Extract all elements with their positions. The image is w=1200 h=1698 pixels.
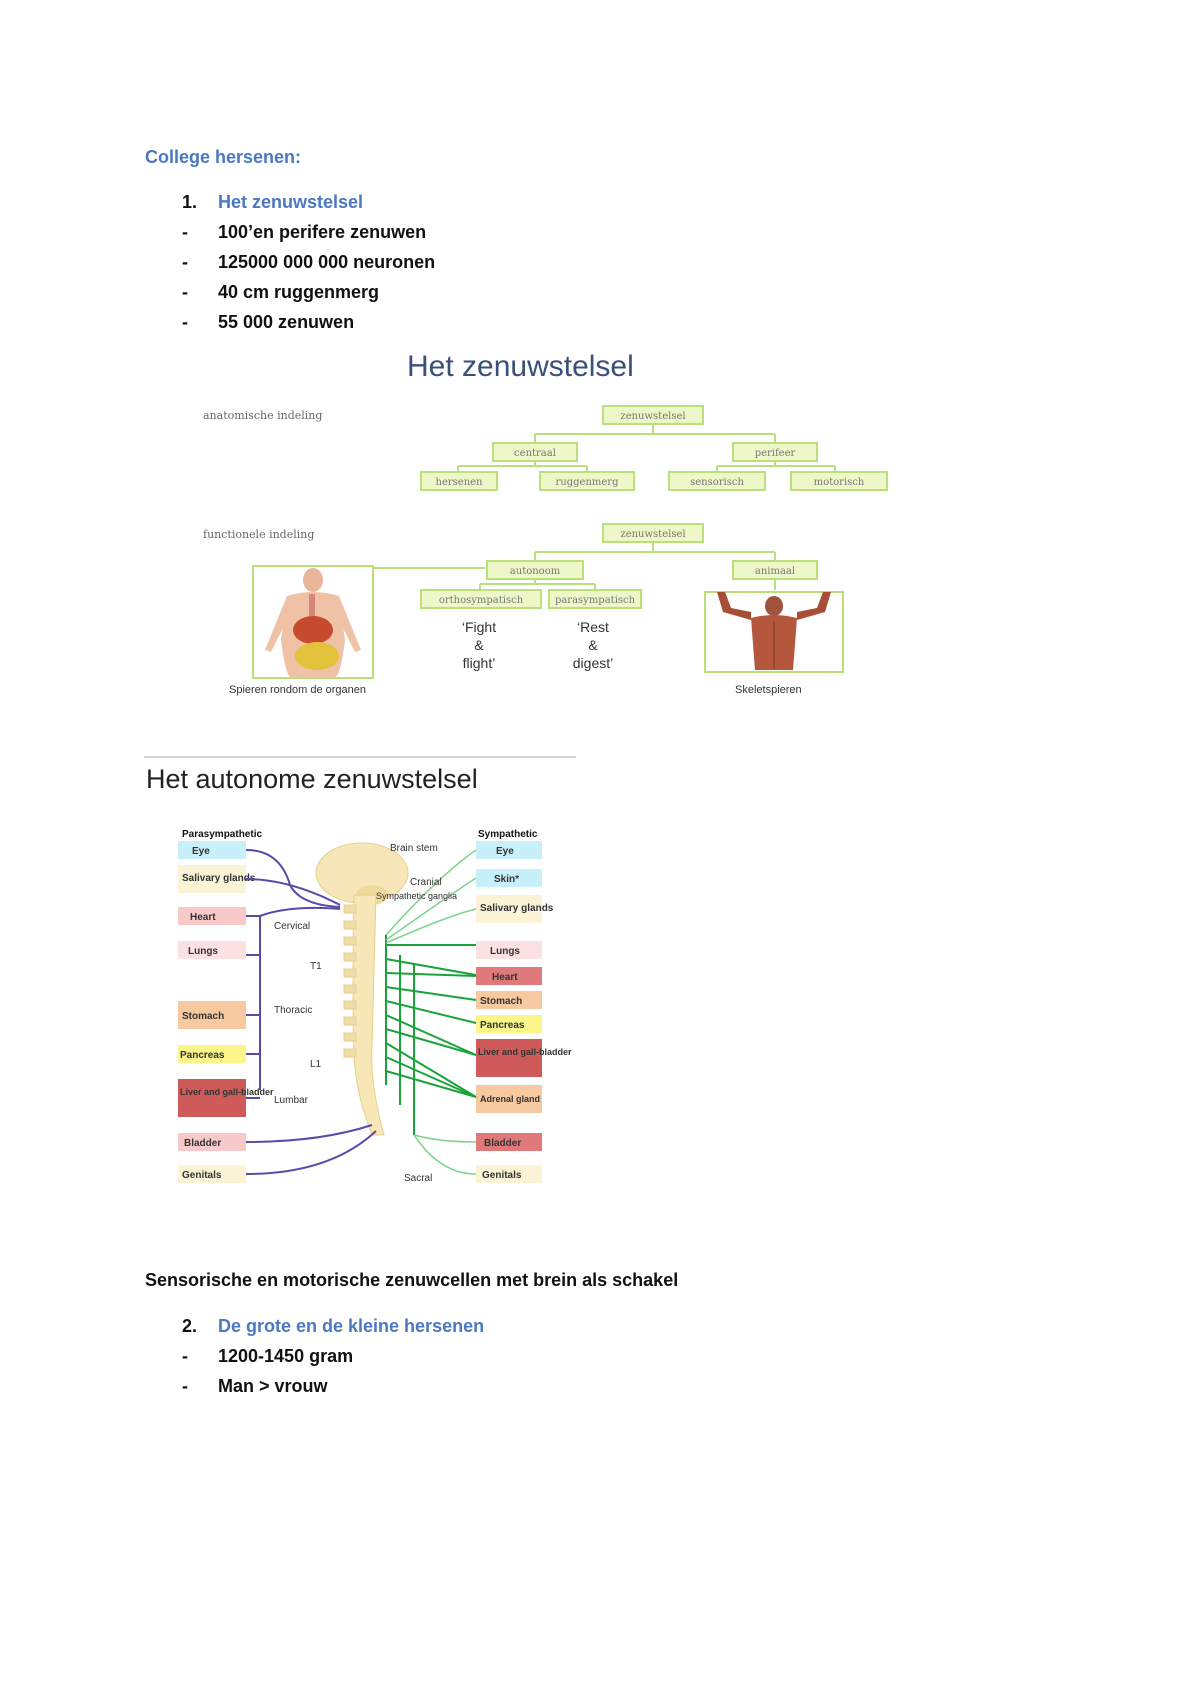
fight-text: &	[474, 637, 484, 653]
section1-bullet: 125000 000 000 neuronen	[218, 252, 436, 272]
section1-bullet: 100’en perifere zenuwen	[218, 222, 427, 242]
figure1-title: Het zenuwstelsel	[407, 350, 634, 383]
bullet-dash: -	[182, 1346, 188, 1366]
node-zenuwstelsel: zenuwstelsel	[620, 411, 685, 422]
label-sacral: Sacral	[404, 1173, 432, 1184]
parasympathetic-header: Parasympathetic	[182, 829, 262, 840]
anatomical-label: anatomische indeling	[203, 409, 322, 422]
bullet-dash: -	[182, 1376, 188, 1396]
label-lumbar: Lumbar	[274, 1095, 309, 1106]
symp-organ-heart: Heart	[492, 972, 518, 983]
label-sympathetic-ganglia: Sympathetic ganglia	[376, 891, 457, 901]
caption-skeletal: Skeletspieren	[735, 684, 802, 696]
para-organ-stomach: Stomach	[182, 1011, 224, 1022]
para-organ-lungs: Lungs	[188, 946, 218, 957]
brain-spine-illustration	[315, 842, 409, 1136]
figure2-title: Het autonome zenuwstelsel	[146, 764, 478, 794]
symp-organ-stomach: Stomach	[480, 996, 522, 1007]
symp-organ-genitals: Genitals	[482, 1170, 522, 1181]
para-organ-salivary: Salivary glands	[182, 873, 256, 884]
paragraph-text: Sensorische en motorische zenuwcellen me…	[145, 1270, 679, 1290]
node-ruggenmerg: ruggenmerg	[556, 477, 620, 488]
label-cervical: Cervical	[274, 921, 310, 932]
node-autonoom: autonoom	[510, 566, 561, 577]
section1-number: 1.	[182, 192, 198, 212]
document-heading: College hersenen:	[145, 147, 302, 167]
rest-text: &	[588, 637, 598, 653]
bullet-dash: -	[182, 312, 188, 332]
symp-organ-bladder: Bladder	[484, 1138, 521, 1149]
node-parasympatisch: parasympatisch	[555, 595, 636, 606]
fight-text: flight’	[463, 655, 496, 671]
symp-organ-salivary: Salivary glands	[480, 903, 554, 914]
symp-organ-skin: Skin*	[494, 874, 519, 885]
node-centraal: centraal	[514, 448, 556, 459]
label-l1: L1	[310, 1059, 322, 1070]
node-motorisch: motorisch	[814, 477, 865, 488]
node-perifeer: perifeer	[755, 448, 796, 459]
section1-title: Het zenuwstelsel	[218, 192, 364, 212]
symp-organ-pancreas: Pancreas	[480, 1020, 525, 1031]
node-zenuwstelsel: zenuwstelsel	[620, 529, 685, 540]
node-animaal: animaal	[755, 566, 795, 577]
sympathetic-organs	[476, 841, 542, 1183]
label-t1: T1	[310, 961, 322, 972]
parasympathetic-organs	[178, 841, 246, 1183]
symp-organ-adrenal: Adrenal gland	[480, 1094, 540, 1104]
nervous-system-diagram: Het zenuwstelsel anatomische indeling fu…	[203, 350, 888, 696]
para-organ-bladder: Bladder	[184, 1138, 221, 1149]
node-orthosympatisch: orthosympatisch	[439, 595, 524, 606]
bullet-dash: -	[182, 222, 188, 242]
symp-organ-lungs: Lungs	[490, 946, 520, 957]
symp-organ-liver: Liver and gall-bladder	[478, 1047, 572, 1057]
functional-label: functionele indeling	[203, 528, 314, 541]
section1-bullet: 55 000 zenuwen	[218, 312, 355, 332]
caption-organs: Spieren rondom de organen	[229, 684, 366, 696]
bullet-dash: -	[182, 282, 188, 302]
muscles-illustration	[704, 591, 844, 673]
label-cranial: Cranial	[410, 877, 442, 888]
rest-text: ‘Rest	[577, 619, 609, 635]
section2-bullet: 1200-1450 gram	[218, 1346, 354, 1366]
label-thoracic: Thoracic	[274, 1005, 312, 1016]
para-organ-genitals: Genitals	[182, 1170, 222, 1181]
fight-text: ‘Fight	[462, 619, 496, 635]
section2-title: De grote en de kleine hersenen	[218, 1316, 485, 1336]
node-sensorisch: sensorisch	[690, 477, 744, 488]
rest-text: digest’	[573, 655, 613, 671]
label-brain-stem: Brain stem	[390, 843, 438, 854]
organs-illustration	[252, 565, 374, 679]
node-hersenen: hersenen	[436, 477, 484, 488]
bullet-dash: -	[182, 252, 188, 272]
para-organ-pancreas: Pancreas	[180, 1050, 225, 1061]
para-organ-eye: Eye	[192, 846, 210, 857]
para-organ-liver: Liver and gall-bladder	[180, 1087, 274, 1097]
section2-number: 2.	[182, 1316, 198, 1336]
section1-bullet: 40 cm ruggenmerg	[218, 282, 380, 302]
para-organ-heart: Heart	[190, 912, 216, 923]
autonomic-nervous-system-diagram: Het autonome zenuwstelsel Parasympatheti…	[144, 756, 576, 1184]
symp-organ-eye: Eye	[496, 846, 514, 857]
sympathetic-header: Sympathetic	[478, 829, 538, 840]
section2-bullet: Man > vrouw	[218, 1376, 328, 1396]
